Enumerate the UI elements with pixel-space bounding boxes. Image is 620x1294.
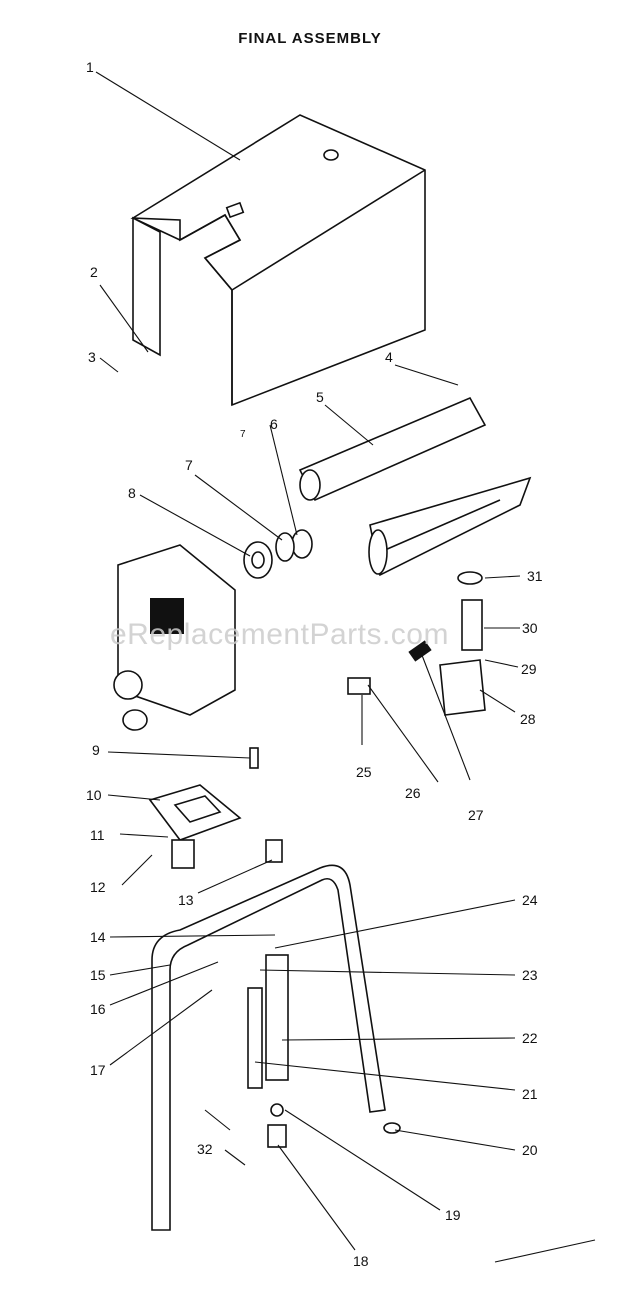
callout-12: 12 <box>90 879 106 895</box>
callout-3: 3 <box>88 349 96 365</box>
callout-21: 21 <box>522 1086 538 1102</box>
stand-frame <box>151 864 386 1231</box>
callout-28: 28 <box>520 711 536 727</box>
diagram-title: FINAL ASSEMBLY <box>238 30 382 47</box>
callout-15: 15 <box>90 967 106 983</box>
watermark: eReplacementParts.com <box>110 618 449 651</box>
callout-24: 24 <box>522 892 538 908</box>
callout-9: 9 <box>92 742 100 758</box>
callout-5: 5 <box>316 389 324 405</box>
part-5-shaft <box>298 396 532 577</box>
callout-11: 11 <box>90 827 105 843</box>
callout-4: 4 <box>385 349 393 365</box>
callout-23: 23 <box>522 967 538 983</box>
callout-19: 19 <box>445 1207 461 1223</box>
callout-6: 6 <box>270 416 278 432</box>
callout-30: 30 <box>522 620 538 636</box>
part-6-8-washers <box>243 529 313 579</box>
callout-2: 2 <box>90 264 98 280</box>
callout-16: 16 <box>90 1001 106 1017</box>
part-13 <box>265 839 283 863</box>
callout-17: 17 <box>90 1062 106 1078</box>
callout-1: 1 <box>86 59 94 75</box>
callout-18: 18 <box>353 1253 369 1269</box>
callout-14: 14 <box>90 929 106 945</box>
part-1-cover <box>130 114 426 407</box>
part-28-31-assembly <box>347 571 486 781</box>
callout-32: 32 <box>197 1141 213 1157</box>
motor-housing <box>113 544 236 731</box>
parts-21-22-tube <box>247 954 401 1148</box>
callout-22: 22 <box>522 1030 538 1046</box>
callout-26: 26 <box>405 785 421 801</box>
callout-25: 25 <box>356 764 372 780</box>
callout-10: 10 <box>86 787 102 803</box>
callout-7: 7 <box>185 457 193 473</box>
callout-20: 20 <box>522 1142 538 1158</box>
leader-lines <box>95 71 596 1263</box>
callout-31: 31 <box>527 568 543 584</box>
callout-8: 8 <box>128 485 136 501</box>
part-10-plate <box>148 747 259 869</box>
callout-13: 13 <box>178 892 194 908</box>
callout-27: 27 <box>468 807 484 823</box>
callout-29: 29 <box>521 661 537 677</box>
callout-7-small: 7 <box>240 429 246 440</box>
